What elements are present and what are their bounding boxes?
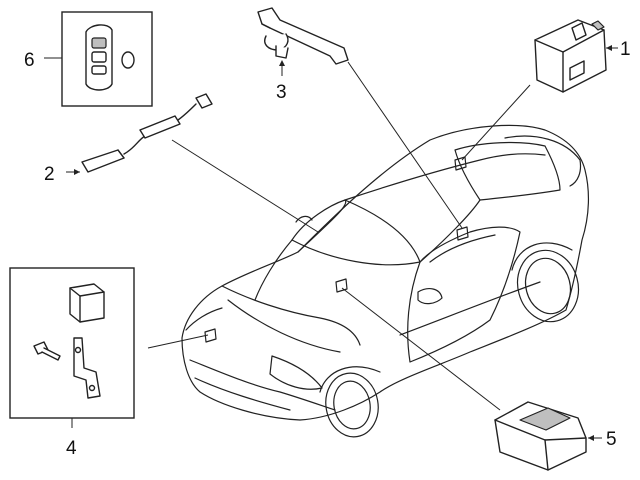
part-3-bracket-sensor (257, 7, 349, 76)
callout-6: 6 (24, 50, 35, 71)
car-illustration (181, 124, 590, 438)
part-5-module-box (494, 401, 602, 471)
callout-3: 3 (276, 82, 287, 103)
callout-5: 5 (606, 429, 617, 450)
part-2-antenna-cable (66, 93, 213, 175)
callout-labels: 1 2 3 4 5 6 (24, 39, 631, 459)
callout-4: 4 (66, 438, 77, 459)
part-1-control-module (534, 19, 618, 93)
box-6-key-fob (44, 11, 153, 107)
callout-2: 2 (44, 164, 55, 185)
leader-lines (147, 61, 531, 411)
box-4-sensor-kit (9, 267, 135, 428)
callout-1: 1 (620, 39, 631, 60)
